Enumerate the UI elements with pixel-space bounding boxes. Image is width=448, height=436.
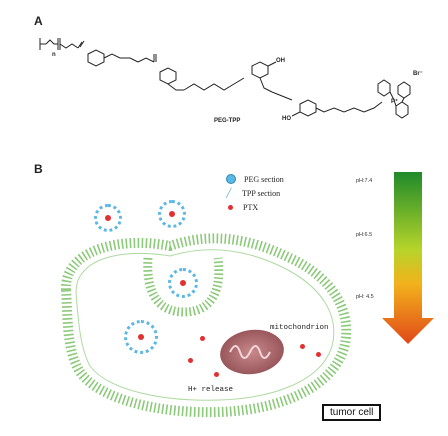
peg-tpp-structure bbox=[39, 38, 411, 119]
tumor-cell-label: tumor cell bbox=[322, 404, 382, 421]
legend-label-ptx: PTX bbox=[243, 202, 259, 212]
ptx-dot bbox=[188, 358, 193, 363]
ptx-core bbox=[105, 215, 111, 221]
ptx-dot-icon bbox=[228, 204, 233, 210]
legend-label-peg: PEG section bbox=[244, 174, 284, 184]
legend-item-peg: PEG section bbox=[226, 172, 284, 186]
ptx-core bbox=[169, 211, 175, 217]
peg-sphere-icon bbox=[226, 174, 236, 184]
ph-label-6-5: pH:6.5 bbox=[356, 232, 373, 238]
legend: PEG section ╱ TPP section PTX bbox=[226, 172, 284, 214]
ptx-dot bbox=[316, 352, 321, 357]
micelle-outside-2 bbox=[158, 200, 186, 228]
micelle-outside-1 bbox=[94, 204, 122, 232]
phosphonium-label: P⁺ bbox=[391, 99, 399, 105]
counter-ion-label: Br⁻ bbox=[413, 71, 423, 77]
legend-item-tpp: ╱ TPP section bbox=[226, 186, 284, 200]
ptx-dot bbox=[300, 344, 305, 349]
repeat-unit-n: n bbox=[52, 52, 56, 58]
mitochondrion bbox=[220, 329, 284, 375]
hydroxyl-label-1: OH bbox=[276, 58, 285, 64]
panel-b-label: B bbox=[34, 162, 43, 176]
cell-membrane-outer bbox=[61, 233, 352, 418]
ptx-core bbox=[138, 334, 144, 340]
compound-name: PEG-TPP bbox=[214, 118, 241, 124]
micelle-cytoplasm bbox=[124, 320, 158, 354]
ptx-dot bbox=[214, 372, 219, 377]
mitochondrion-label: mitochondrion bbox=[270, 324, 329, 332]
ptx-core bbox=[180, 280, 186, 286]
release-label: H+ release bbox=[188, 386, 234, 394]
panel-a-label: A bbox=[34, 14, 43, 28]
ph-label-7-4: pH:7.4 bbox=[356, 178, 373, 184]
ph-label-4-5: pH: 4.5 bbox=[356, 294, 374, 300]
tpp-tail-icon: ╱ bbox=[226, 187, 232, 198]
ph-gradient-arrow bbox=[382, 172, 434, 344]
hydroxyl-label-2: HO bbox=[282, 116, 291, 122]
legend-label-tpp: TPP section bbox=[242, 188, 281, 198]
legend-item-ptx: PTX bbox=[226, 200, 284, 214]
ptx-dot bbox=[200, 336, 205, 341]
micelle-endosome bbox=[168, 268, 198, 298]
